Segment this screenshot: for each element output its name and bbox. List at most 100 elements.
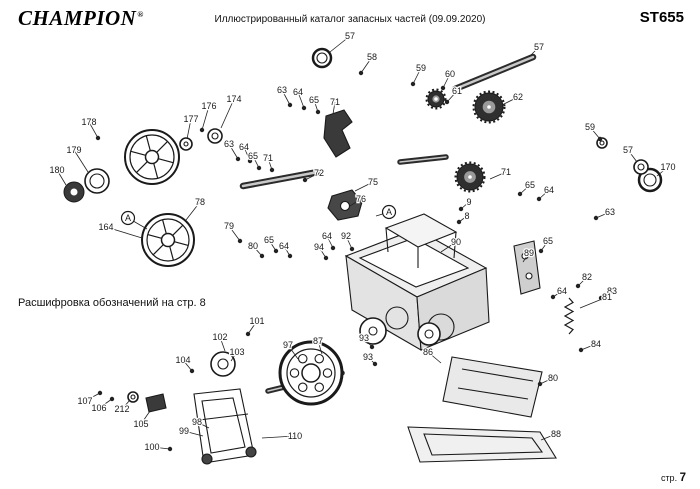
fastener-dot	[538, 248, 544, 254]
part-label: 61	[444, 85, 463, 105]
part-label: 64	[321, 230, 336, 251]
part-label: 179	[65, 144, 89, 173]
part-label: 180	[48, 164, 67, 186]
part-label: 57	[329, 30, 356, 53]
fastener-dot	[302, 177, 308, 183]
part-label: 174	[220, 93, 243, 129]
fastener-dot	[259, 253, 265, 259]
part-number-text: 65	[525, 180, 535, 190]
fastener-dot	[575, 283, 581, 289]
part-label: 99	[178, 425, 204, 437]
part-number-text: 80	[248, 241, 258, 251]
part-number-text: 81	[602, 292, 612, 302]
part-number-text: 106	[91, 403, 106, 413]
fastener-dot	[456, 219, 462, 225]
part-label: 71	[489, 166, 512, 180]
part-label: 101	[245, 315, 266, 337]
fastener-dot	[458, 206, 464, 212]
fastener-dot	[301, 105, 307, 111]
champion-logo: CHAMPION®	[18, 6, 144, 31]
part-label: 63	[593, 206, 616, 221]
part-label: 81	[579, 291, 613, 309]
fastener-dot	[245, 331, 251, 337]
part-label: 63	[223, 138, 241, 162]
part-number-text: A	[386, 207, 392, 217]
part-number-text: 110	[288, 431, 302, 441]
part-label: 212	[113, 399, 131, 415]
fastener-dot	[97, 390, 103, 396]
part-number-text: 57	[534, 42, 544, 52]
part-label: 71	[329, 96, 341, 115]
section-marker-circle	[381, 204, 397, 220]
fastener-dot	[109, 396, 115, 402]
part-number-text: 178	[81, 117, 96, 127]
part-number-text: 57	[623, 145, 633, 155]
part-number-text: 99	[179, 426, 189, 436]
part-number-text: 90	[451, 237, 461, 247]
part-label: 177	[182, 113, 200, 140]
part-number-text: 65	[248, 151, 258, 161]
part-label: 65	[308, 94, 320, 115]
part-label: 105	[132, 410, 151, 430]
fastener-dot	[256, 165, 262, 171]
part-label: A	[120, 210, 148, 230]
part-label: 88	[540, 428, 562, 441]
part-number-text: 9	[466, 197, 471, 207]
fastener-dot	[273, 248, 279, 254]
part-number-text: 65	[309, 95, 319, 105]
fastener-dot	[247, 158, 253, 164]
page-number: 7	[679, 472, 686, 484]
parts-shapes	[63, 47, 663, 465]
fastener-dot	[189, 368, 195, 374]
part-number-text: 64	[322, 231, 332, 241]
part-label: 110	[261, 430, 303, 442]
part-label: 78	[185, 196, 206, 221]
part-number-text: 83	[607, 286, 617, 296]
fastener-dot	[199, 127, 205, 133]
part-label: 65	[517, 179, 536, 197]
part-label: 104	[174, 354, 195, 374]
part-label: 59	[410, 62, 427, 87]
part-label: 100	[143, 441, 173, 453]
fastener-dot	[372, 361, 378, 367]
part-number-text: 59	[416, 63, 426, 73]
part-number-text: 102	[212, 332, 227, 342]
part-number-text: 65	[264, 235, 274, 245]
part-number-text: 98	[192, 417, 202, 427]
part-label: 71	[262, 152, 275, 173]
fastener-dot	[235, 156, 241, 162]
part-label: 64	[238, 141, 253, 164]
logo-text: CHAMPION	[18, 6, 137, 30]
part-number-text: 71	[330, 97, 340, 107]
part-number-text: 65	[543, 236, 553, 246]
part-label: 65	[538, 235, 554, 254]
part-label: 75	[354, 176, 379, 192]
part-number-text: 60	[445, 69, 455, 79]
fastener-dot	[167, 446, 173, 452]
part-label: 82	[575, 271, 593, 289]
part-label: 90	[440, 236, 462, 253]
part-number-text: 75	[368, 177, 378, 187]
part-label: 9	[458, 196, 473, 212]
part-number-text: 58	[367, 52, 377, 62]
part-number-text: 71	[263, 153, 273, 163]
fastener-dot	[269, 167, 275, 173]
part-number-text: 76	[356, 194, 366, 204]
part-number-text: 93	[363, 352, 373, 362]
part-number-text: 170	[660, 162, 675, 172]
part-label: 64	[550, 285, 568, 300]
page-footer: стр. 7	[661, 472, 686, 484]
part-number-text: 174	[226, 94, 241, 104]
part-label: 97	[282, 339, 299, 360]
part-number-text: A	[125, 213, 131, 223]
part-number-text: 86	[423, 347, 433, 357]
fastener-dot	[237, 238, 243, 244]
part-number-text: 87	[313, 336, 323, 346]
part-number-text: 64	[557, 286, 567, 296]
part-label: A	[375, 204, 397, 220]
section-marker-circle	[120, 210, 136, 226]
part-number-text: 164	[98, 222, 113, 232]
part-label: 64	[278, 240, 293, 259]
